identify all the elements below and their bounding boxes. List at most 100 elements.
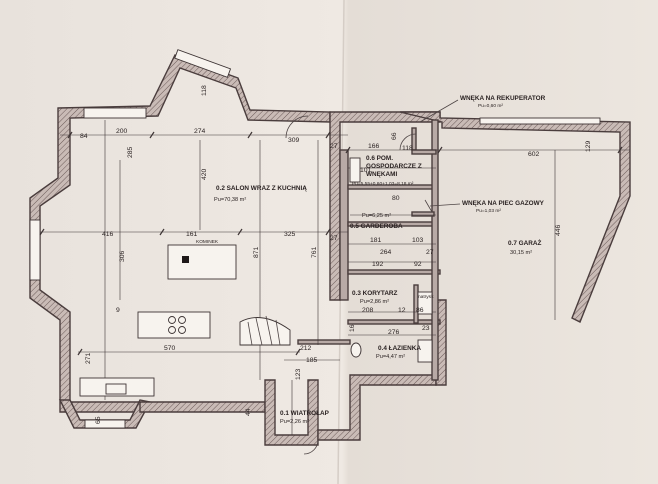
dim-27c: 27 [426, 249, 434, 256]
piec-leader [429, 203, 461, 207]
window-5 [479, 117, 601, 125]
dim-123: 123 [295, 368, 302, 380]
dim-416: 416 [102, 231, 114, 238]
dim-181: 181 [370, 237, 382, 244]
dim-92: 92 [414, 261, 422, 268]
dim-118b: 118 [402, 145, 413, 152]
gosp-label-3: WNĘKAMI [366, 171, 397, 178]
service-unit [349, 157, 361, 183]
hob-ring-3 [168, 326, 176, 334]
niche-wall-b [411, 149, 437, 155]
toilet [350, 342, 362, 358]
natrysk-label: natrysk [418, 294, 434, 300]
garaz-area: 30,15 m² [510, 250, 532, 256]
dim-208: 208 [362, 307, 374, 314]
dimension-texts: 118 84 200 274 309 27 166 66 118 602 129… [80, 85, 592, 424]
dim-200: 200 [116, 128, 128, 135]
stair-treads [247, 315, 281, 346]
dim-602: 602 [528, 151, 540, 158]
dim-212: 212 [300, 345, 312, 352]
dim-44: 44 [245, 408, 252, 416]
hall-wall [297, 339, 351, 345]
dim-27a: 27 [330, 143, 338, 150]
dim-325: 325 [284, 231, 296, 238]
rekuperator-label: WNĘKA NA REKUPERATOR [460, 95, 546, 102]
dim-306: 306 [119, 250, 126, 262]
stairs [239, 317, 291, 346]
dim-446: 446 [555, 224, 562, 236]
dim-16: 16 [349, 324, 356, 332]
dim-9: 9 [116, 307, 120, 314]
partitions [297, 119, 441, 381]
dim-84: 84 [80, 133, 88, 140]
dim-129: 129 [585, 140, 592, 152]
kitchen-island [137, 311, 211, 339]
dim-66: 66 [391, 132, 398, 140]
dim-264: 264 [380, 249, 392, 256]
piec-label: WNĘKA NA PIEC GAZOWY [462, 200, 545, 207]
dim-271: 271 [85, 352, 92, 364]
bath-unit [417, 339, 433, 363]
shower-tray [417, 291, 433, 315]
hob-ring-1 [168, 316, 176, 324]
dim-101: 101 [360, 167, 372, 174]
fixtures [79, 115, 433, 455]
shower-wall [413, 284, 419, 324]
salon-area: Pu=70,38 m² [214, 197, 246, 203]
dim-309: 309 [288, 137, 300, 144]
vestibule-wall [264, 379, 319, 446]
hob-ring-2 [178, 316, 186, 324]
dim-570: 570 [164, 345, 176, 352]
wiatrolap-area: Pu=2,26 m² [280, 419, 309, 425]
dim-192: 192 [372, 261, 384, 268]
dim-65: 65 [95, 416, 102, 424]
room-labels: 0.2 SALON WRAZ Z KUCHNIĄ Pu=70,38 m² 0.6… [196, 95, 546, 425]
dim-761: 761 [311, 246, 318, 258]
partition-h3 [347, 269, 441, 275]
korytarz-area: Pu=2,86 m² [360, 299, 389, 305]
garaz-label: 0.7 GARAŻ [508, 238, 541, 247]
garage-wall [399, 111, 631, 323]
gosp-label-1: 0.6 POM. [366, 155, 393, 162]
window-3 [29, 219, 41, 281]
piec-area: Pu=1,03 m² [476, 208, 501, 214]
dim-103: 103 [412, 237, 424, 244]
fireplace-block [167, 244, 237, 280]
dim-871: 871 [253, 246, 260, 258]
dim-274: 274 [194, 128, 206, 135]
partition-h4 [347, 319, 441, 325]
furnace-wall [411, 211, 435, 217]
kitchen-sink [105, 383, 127, 395]
windows [29, 49, 601, 429]
garderoba-label: 0.5 GARDEROBA [350, 223, 403, 230]
wiatrolap-label: 0.1 WIATROŁAP [280, 410, 330, 417]
rekuperator-leader [419, 99, 459, 123]
dim-420: 420 [201, 168, 208, 180]
garderoba-area: Pu=6,25 m² [362, 213, 391, 219]
korytarz-label: 0.3 KORYTARZ [352, 290, 398, 297]
rekuperator-area: Pu=0,60 m² [478, 103, 503, 109]
door-arc-3 [303, 439, 319, 455]
partition-garage [431, 119, 439, 381]
salon-label: 0.2 SALON WRAZ Z KUCHNIĄ [216, 185, 307, 192]
fireplace-core [182, 256, 189, 263]
outer-walls [29, 54, 631, 446]
gosp-label-2: GOSPODARCZE Z [366, 163, 422, 170]
window-1 [83, 107, 147, 119]
dim-27b: 27 [330, 235, 338, 242]
dim-12: 12 [398, 307, 406, 314]
living-outer-wall [29, 54, 331, 413]
door-arc-2 [399, 133, 417, 151]
window-4 [84, 419, 126, 429]
dim-276: 276 [388, 329, 400, 336]
door-arc-1 [285, 115, 309, 139]
dim-118: 118 [201, 85, 208, 96]
dim-166: 166 [368, 143, 380, 150]
window-2 [174, 49, 232, 78]
dim-185: 185 [306, 357, 318, 364]
dimension-ticks [39, 131, 623, 356]
kominek-label: KOMINEK [196, 239, 219, 245]
furnace-marker [418, 199, 433, 213]
